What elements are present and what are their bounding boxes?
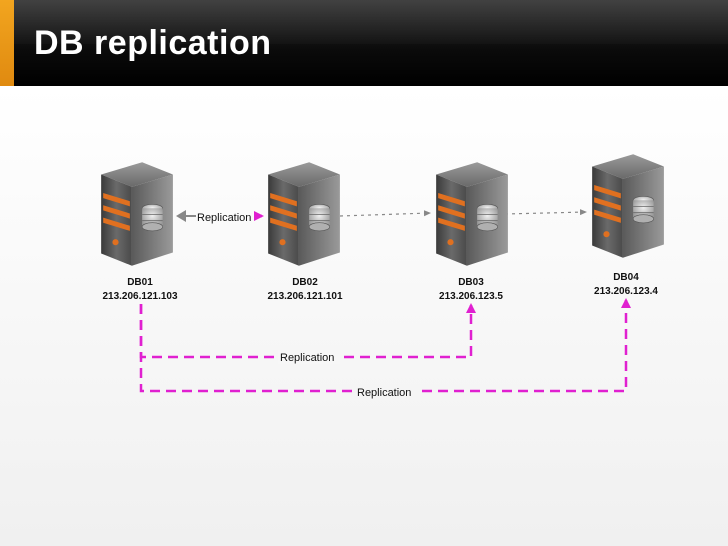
server-db03 (435, 161, 509, 267)
slide-header: DB replication (0, 0, 728, 86)
link-db01-db03 (139, 303, 476, 359)
link-db01-db03-label: Replication (280, 352, 334, 364)
db03-ip: 213.206.123.5 (439, 291, 503, 302)
server-db04 (591, 153, 665, 259)
link-db01-db04-label-bg (355, 385, 417, 399)
server-db02 (267, 161, 341, 267)
db01-name: DB01 (127, 277, 153, 288)
db02-name: DB02 (292, 277, 318, 288)
link-db01-db02-tail (176, 210, 186, 222)
slide-title: DB replication (34, 24, 272, 62)
db01-ip: 213.206.121.103 (102, 291, 178, 302)
link-db01-db04-label: Replication (357, 387, 411, 399)
db03-name: DB03 (458, 277, 484, 288)
db04-ip: 213.206.123.4 (594, 286, 658, 297)
link-db01-db03-label-bg (278, 350, 340, 364)
db02-ip: 213.206.121.101 (267, 291, 343, 302)
header-accent-bar (0, 0, 14, 86)
server-db01 (100, 161, 174, 267)
link-db01-db02-label: Replication (197, 212, 251, 224)
header-sheen (14, 0, 728, 44)
link-db01-db04 (139, 298, 631, 393)
db04-name: DB04 (613, 272, 639, 283)
link-db02-db03 (339, 210, 431, 217)
link-db03-db04 (504, 209, 587, 216)
